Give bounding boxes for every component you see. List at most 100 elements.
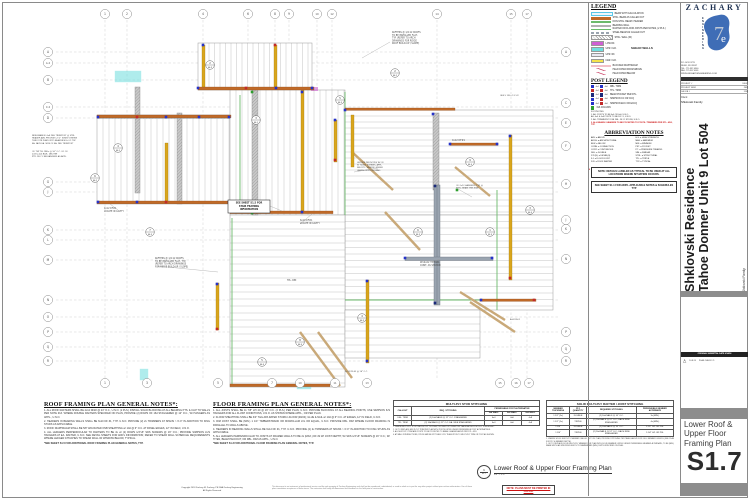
abbrev-item: H.S. = HIGH STRENGTH	[635, 136, 659, 139]
plan-annotation: 15	[509, 12, 513, 16]
plan-annotation: F	[565, 144, 567, 148]
legend-item-label: BLOCKED DIAPHRAGM	[612, 64, 638, 67]
abbrev-item: ABV. = ABOVE	[591, 136, 605, 139]
plan-annotation: TPL. RIM	[287, 279, 296, 282]
shear-legend-item: UPR. RF.	[591, 52, 677, 58]
plan-annotation: 10	[315, 12, 319, 16]
shear-item-label: LWR. FLR.	[605, 59, 617, 62]
post-marker	[403, 256, 407, 260]
legend-item: BEARING WALL	[591, 24, 677, 28]
diagonal-beam	[459, 290, 506, 322]
abbrev-item: PKT. = POCKET	[635, 145, 651, 148]
titleblock-divider	[680, 2, 681, 496]
plan-annotation: STAIR FRAMING	[239, 205, 259, 208]
note-item: 2. FLOOR SHEATHING SHALL BE 3/4" T&G APA…	[213, 416, 381, 420]
legend-swatch	[591, 20, 611, 24]
leader-line	[299, 213, 313, 225]
post-icon	[600, 93, 604, 97]
shear-walls-label: SHEAR WALLS	[631, 45, 653, 50]
plan-annotation: Q	[565, 347, 568, 351]
post-marker	[196, 86, 200, 90]
diagonal-beam	[469, 301, 516, 333]
leader-line	[431, 258, 441, 263]
floor-notes-title: FLOOR FRAMING PLAN GENERAL NOTES*:	[213, 401, 352, 408]
client-name-vertical: Shklovski Family	[742, 268, 746, 292]
plan-annotation: 4	[361, 315, 363, 318]
abbrev-item: DTL(S). = DETAIL(S)	[591, 155, 611, 158]
post-marker	[250, 90, 254, 94]
post-marker	[365, 359, 369, 363]
structural-beam	[344, 107, 456, 111]
plan-annotation: 1	[104, 12, 106, 16]
svg-text:ZACHARY: ZACHARY	[686, 3, 744, 12]
abbrev-item: MAX. = MAXIMUM	[635, 139, 653, 142]
diagonal-beam	[317, 331, 353, 379]
post-marker	[135, 115, 139, 119]
plan-annotation: E	[565, 121, 567, 125]
grid-bubble	[43, 177, 53, 187]
gray-bar	[681, 291, 748, 297]
post-legend-title: POST LEGEND	[591, 77, 628, 84]
plan-annotation: 6	[417, 229, 419, 232]
legend-item-label: BEARING WALL	[612, 24, 630, 27]
plan-annotation: 12	[330, 12, 334, 16]
plan-annotation: S4.1	[116, 150, 121, 152]
hold-down-icon	[591, 72, 611, 76]
roof-notes: ROOF FRAMING PLAN GENERAL NOTES*: 1. ALL…	[44, 401, 210, 445]
plan-annotation: 8	[299, 339, 301, 342]
disclaimer: This document is an instrument of profes…	[272, 486, 472, 491]
plan-annotation: H	[565, 182, 568, 186]
legend-item: HELD DOWN BELOW	[591, 72, 677, 76]
bearing-wall	[432, 112, 440, 191]
post-marker	[300, 90, 304, 94]
see-sheet-note: SEE SHEET S1.1 FOR ADD'L APPLICABLE NOTE…	[591, 181, 677, 193]
shear-swatch	[591, 47, 604, 52]
grid-bubble	[43, 75, 53, 85]
note-item: 3. ROOF DIAPHRAGM SHALL BE 5/8" APA RATE…	[44, 426, 190, 430]
shear-item-label: UPR. RF.	[605, 53, 615, 56]
grid-bubble	[43, 342, 53, 352]
red-asterisk: *	[588, 167, 591, 173]
shear-wall-highlight	[114, 70, 142, 83]
plan-annotation: 3	[255, 117, 257, 120]
post-icon	[591, 89, 595, 93]
plan-annotation: 2x12 DF#2 @ 16" O.C.	[345, 371, 368, 373]
legend-swatch	[591, 64, 611, 68]
grid-bubble	[561, 224, 571, 234]
plan-annotation: K	[47, 228, 50, 232]
post-marker	[433, 184, 437, 188]
copyright: Copyright 2024 Zachary M. Zachary, PE DB…	[181, 487, 243, 492]
project-info-value: 1192	[743, 90, 748, 93]
lake-tahoe-logo-shape	[704, 14, 730, 51]
plan-ref-bubble: 1 S1.7	[477, 465, 491, 479]
structural-beam	[333, 119, 338, 163]
plan-reference: 1 S1.7 Lower Roof & Upper Floor Framing …	[477, 465, 612, 479]
floor-notes-footer: *SEE SHEET S1.3 FOR ADDITIONAL FLOOR FRA…	[213, 442, 314, 446]
legend-item-label: STRL. BEAM AS CALLED OUT	[612, 17, 645, 20]
grid-bubble	[524, 378, 534, 388]
table-row: 1 1/2" (2x)TRIPLE(2) 16d NAILS @ 12" O.C…	[545, 417, 675, 426]
plan-annotation: A	[565, 50, 568, 54]
post-marker	[333, 158, 337, 162]
stair-framing-note-box	[227, 199, 271, 214]
framing-bay	[229, 89, 346, 216]
grid-bubble	[43, 312, 53, 322]
grid-bubble	[43, 327, 53, 337]
grid-bubble	[561, 179, 571, 189]
post-marker	[479, 298, 483, 302]
post-icon	[600, 84, 604, 89]
abbrev-item: R.R. = ROOF RAFTER	[591, 161, 613, 164]
note-item: 4. ALL LEDGERS PERPENDICULAR TO RAFTERS …	[44, 430, 210, 441]
plan-annotation: (2) TSP T.B. DBLs @ 16" O.C. (2) (3)2x8 …	[32, 151, 68, 158]
firm-contact-line: TEL: 775.337.0360	[681, 67, 699, 70]
plan-ref-sheet: S1.7	[481, 473, 487, 476]
grid-bubble	[506, 9, 516, 19]
plan-annotation: 5	[217, 381, 219, 385]
steel-beam	[404, 256, 494, 261]
plan-annotation: 2	[394, 70, 396, 73]
post-marker	[300, 210, 304, 214]
gray-bar	[681, 483, 748, 496]
